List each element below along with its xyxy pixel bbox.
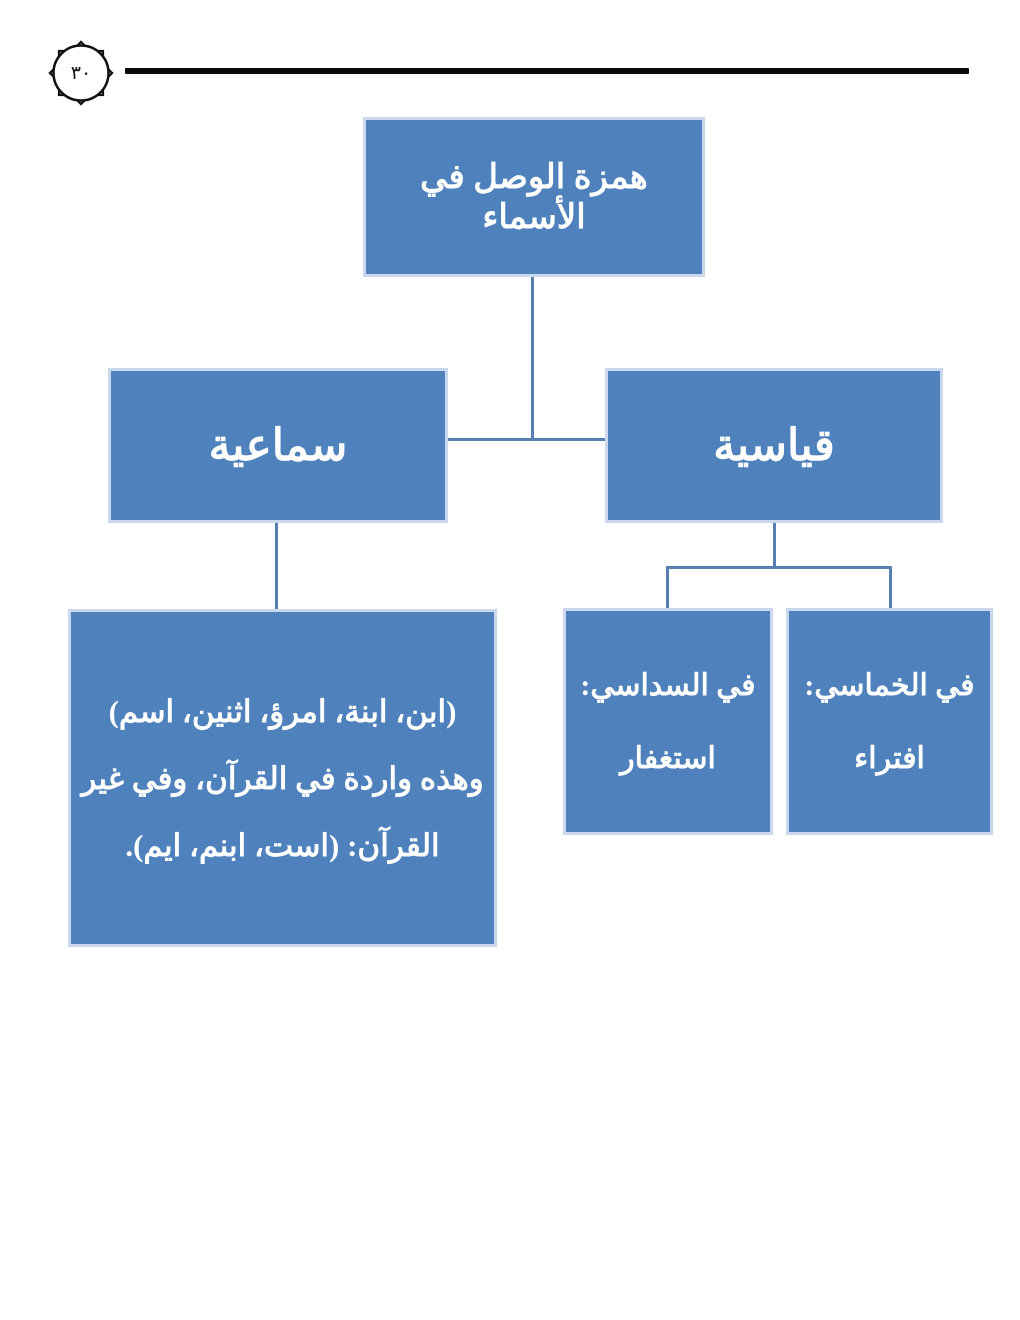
connector-root-down <box>531 277 534 440</box>
samaiya-examples-line: القرآن: (است، ابنم، ايم). <box>125 827 440 863</box>
connector-khumasi-down <box>889 566 892 609</box>
khumasi-line: افتراء <box>854 741 925 775</box>
samaiya-examples-line: (ابن، ابنة، امرؤ، اثنين، اسم) <box>108 693 457 729</box>
diagram-node-qiyasiya: قياسية <box>605 368 943 523</box>
diagram-node-samaiya-examples: (ابن، ابنة، امرؤ، اثنين، اسم) وهذه واردة… <box>68 609 497 947</box>
page-number: ٣٠ <box>70 62 92 84</box>
node-samaiya-label: سماعية <box>208 421 348 470</box>
connector-samaiya-qiyasiya <box>448 438 606 441</box>
sudasi-line: استغفار <box>620 741 716 775</box>
connector-samaiya-detail <box>275 523 278 610</box>
connector-sudasi-down <box>666 566 669 609</box>
star-ornament-icon <box>48 40 114 106</box>
diagram-node-sudasi: في السداسي: استغفار <box>563 608 773 835</box>
node-qiyasiya-label: قياسية <box>713 421 835 470</box>
sudasi-line: في السداسي: <box>580 668 756 702</box>
diagram-node-khumasi: في الخماسي: افتراء <box>786 608 993 835</box>
header-rule <box>125 68 969 74</box>
diagram-node-samaiya: سماعية <box>108 368 448 523</box>
connector-qiyasiya-down <box>773 523 776 568</box>
page-number-ornament: ٣٠ <box>46 38 116 108</box>
diagram-node-root: همزة الوصل في الأسماء <box>363 117 705 277</box>
node-root-label: همزة الوصل في الأسماء <box>420 159 648 236</box>
samaiya-examples-line: وهذه واردة في القرآن، وفي غير <box>81 760 484 796</box>
khumasi-line: في الخماسي: <box>804 668 975 702</box>
connector-qiyasiya-branch <box>666 566 892 569</box>
